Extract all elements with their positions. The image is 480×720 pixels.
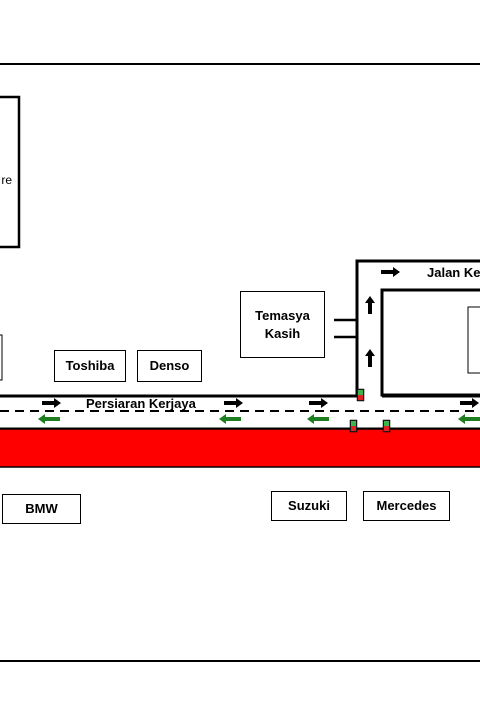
left-small-box [0,334,3,381]
road-label-persiaran-kerjaya: Persiaran Kerjaya [86,396,196,411]
right-edge-box [467,306,480,374]
toshiba-building: Toshiba [54,350,126,382]
arrow-left-icon [38,414,60,424]
mercedes-building: Mercedes [363,491,450,521]
arrow-left-icon [307,414,329,424]
arrow-right-icon [42,398,61,408]
suzuki-building: Suzuki [271,491,347,521]
arrow-up-icon [365,296,375,314]
arrow-right-icon [309,398,328,408]
side-road-outline [355,259,480,395]
road-label-jalan-ker: Jalan Ker [427,265,480,280]
arrow-up-icon [365,349,375,367]
bmw-building: BMW [2,494,81,524]
temasya-kasih-building: Temasya Kasih [240,291,325,358]
right-block-outline [380,288,480,397]
traffic-light-icon [382,419,391,433]
arrow-left-icon [458,414,480,424]
denso-building: Denso [137,350,202,382]
highway-band [0,428,480,468]
arrow-left-icon [219,414,241,424]
traffic-light-icon [356,388,365,402]
left-building-label: re [1,173,12,187]
arrow-right-icon [224,398,243,408]
arrow-right-icon [460,398,479,408]
arrow-right-icon [381,267,400,277]
traffic-light-icon [349,419,358,433]
left-building-block [0,95,21,249]
